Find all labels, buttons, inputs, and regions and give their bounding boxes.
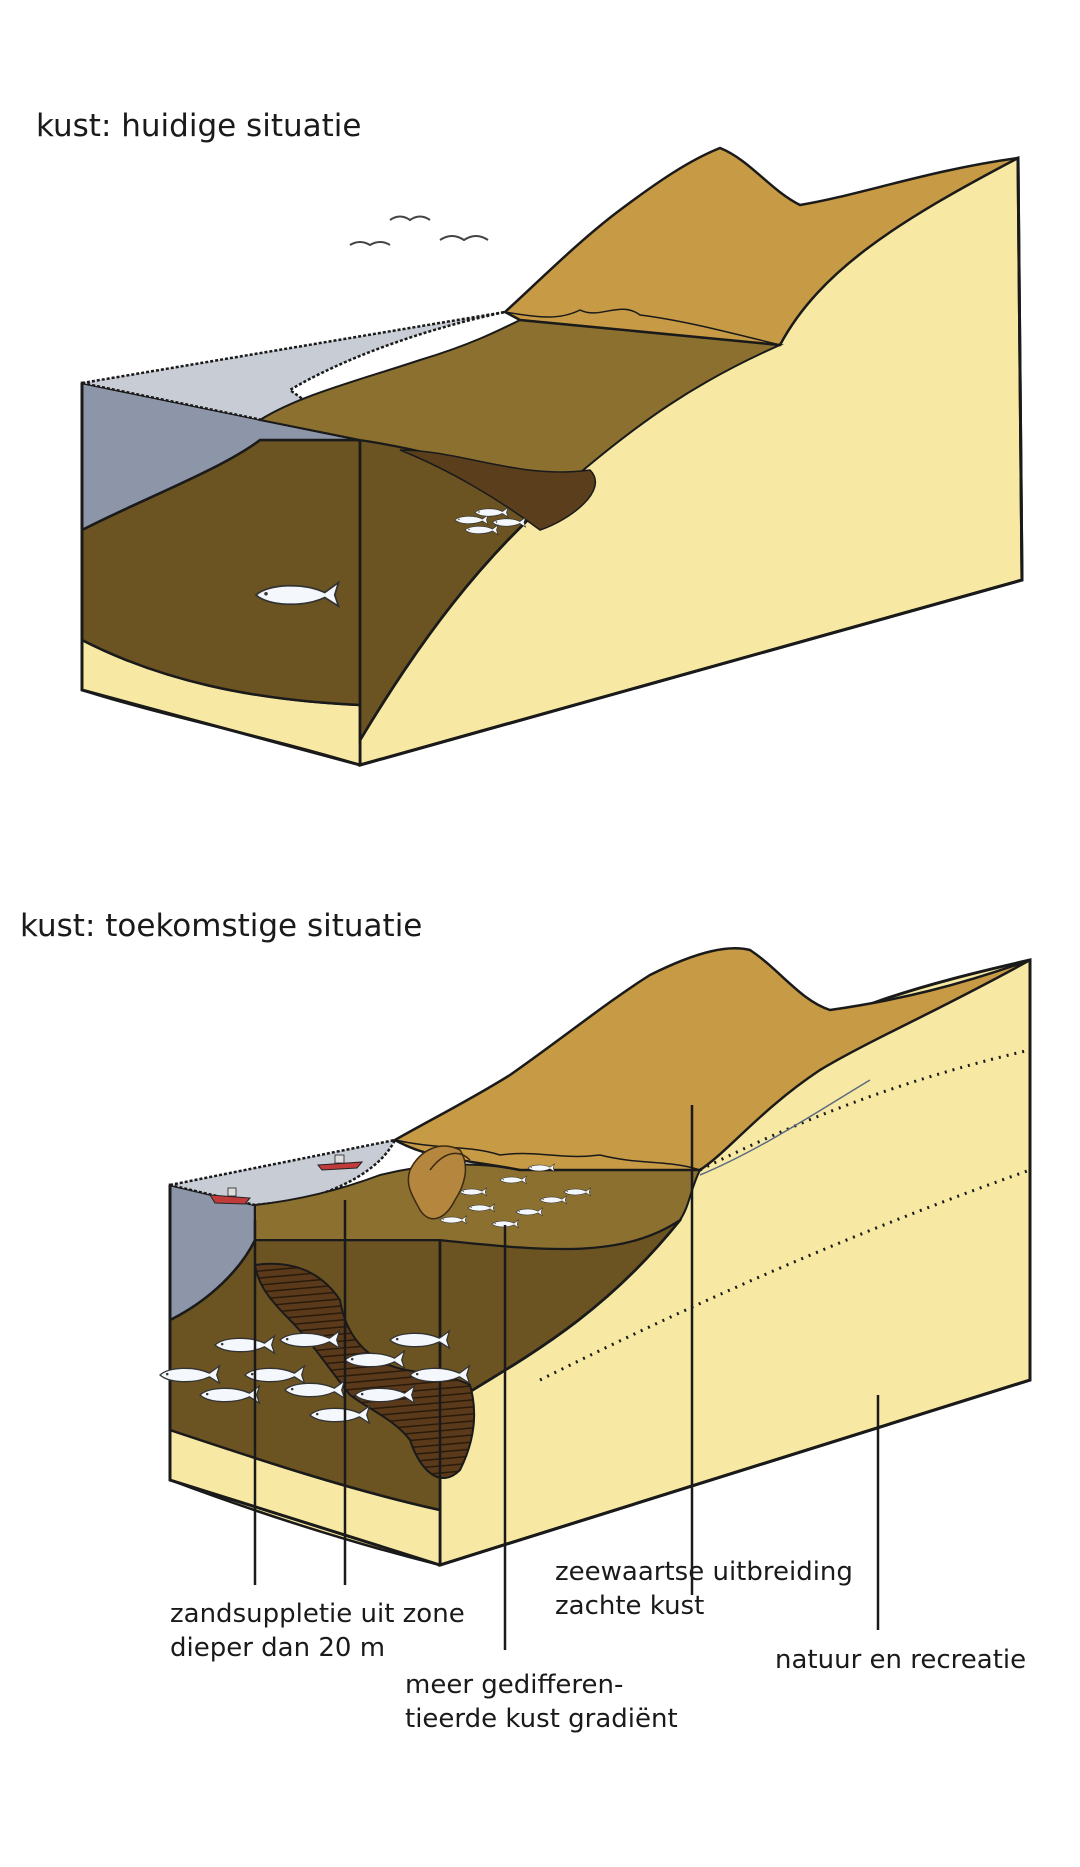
seabed-channel [399, 449, 597, 531]
bird-of-prey-icon [407, 1145, 471, 1220]
block-current [80, 146, 1024, 767]
block-future [159, 947, 1032, 1650]
callout-line: dieper dan 20 m [170, 1633, 386, 1663]
dune-edge [504, 308, 781, 346]
callout-sand-supply: zandsuppletie uit zone dieper dan 20 m [170, 1597, 465, 1665]
callout-line: meer gedifferen- [405, 1670, 624, 1700]
panel-title-future: kust: toekomstige situatie [20, 908, 423, 944]
water-surface [81, 310, 506, 442]
callout-line: natuur en recreatie [775, 1645, 1027, 1675]
callout-seaward-extension: zeewaartse uitbreiding zachte kust [555, 1555, 853, 1623]
ship-left [209, 1187, 252, 1205]
callout-line: zeewaartse uitbreiding [555, 1557, 853, 1587]
dune-top [502, 146, 1019, 347]
callout-gradient: meer gedifferen- tieerde kust gradiënt [405, 1668, 678, 1736]
birds [349, 215, 489, 247]
callout-line: tieerde kust gradiënt [405, 1704, 678, 1734]
water-front-face [80, 381, 361, 533]
callout-line: zandsuppletie uit zone [170, 1599, 465, 1629]
ship-right [317, 1154, 364, 1171]
panel-title-current: kust: huidige situatie [36, 108, 362, 144]
callout-nature: natuur en recreatie [775, 1643, 1026, 1677]
sand-layer-lines [539, 1048, 1031, 1382]
dune-top [392, 947, 1031, 1172]
callout-lines [253, 1105, 880, 1650]
callout-line: zachte kust [555, 1591, 705, 1621]
shore-line [699, 1079, 871, 1176]
